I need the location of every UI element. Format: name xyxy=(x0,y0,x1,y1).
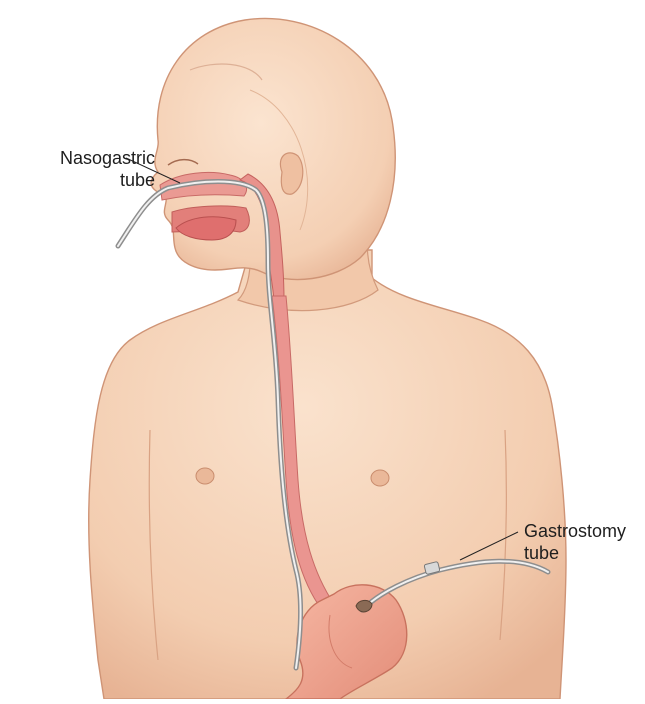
nasogastric-tube-label: Nasogastric tube xyxy=(8,147,155,191)
nasogastric-label-line2: tube xyxy=(8,169,155,191)
gastrostomy-label-line1: Gastrostomy xyxy=(524,520,626,542)
gastrostomy-port xyxy=(356,600,372,612)
left-nipple xyxy=(196,468,214,484)
right-nipple xyxy=(371,470,389,486)
gastrostomy-tube-label: Gastrostomy tube xyxy=(524,520,626,564)
gastrostomy-label-line2: tube xyxy=(524,542,626,564)
nasogastric-label-line1: Nasogastric xyxy=(8,147,155,169)
